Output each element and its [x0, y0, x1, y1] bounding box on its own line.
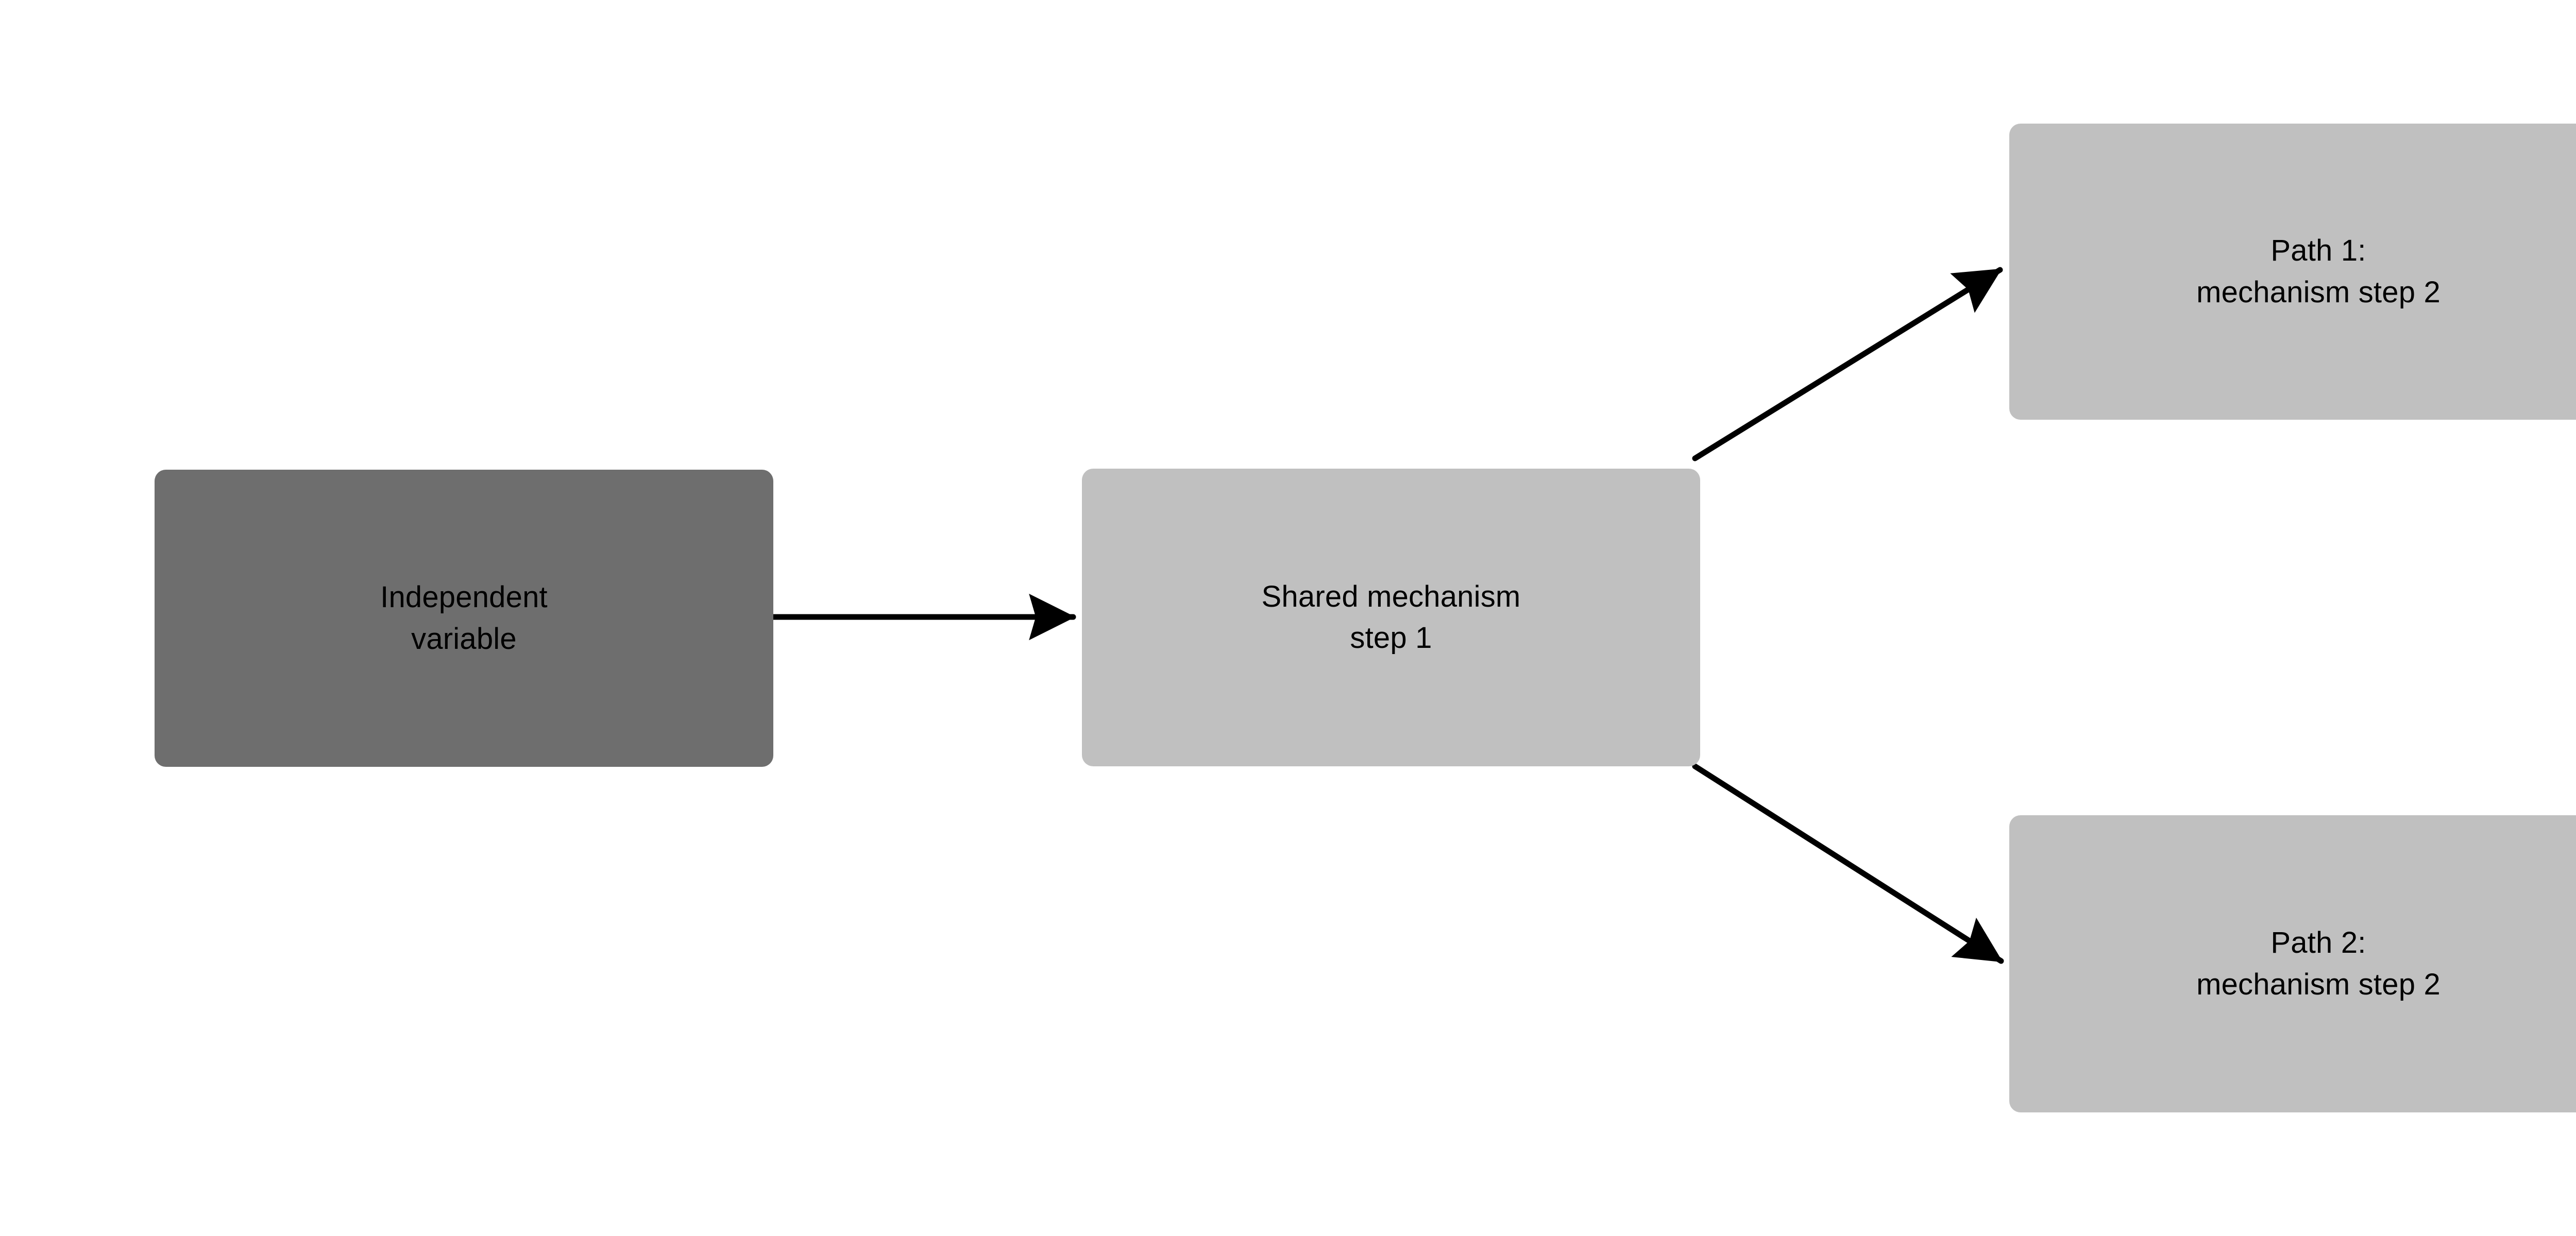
edge-shared-to-path-2 — [1692, 763, 2004, 964]
node-independent-variable-label: Independent variable — [380, 580, 548, 656]
node-path-1-label: Path 1: mechanism step 2 — [2196, 234, 2441, 309]
node-shared-mechanism[interactable]: Shared mechanism step 1 — [1082, 469, 1700, 766]
node-path-1[interactable]: Path 1: mechanism step 2 — [2009, 124, 2576, 420]
node-path-2-label: Path 2: mechanism step 2 — [2196, 926, 2441, 1001]
node-path-2[interactable]: Path 2: mechanism step 2 — [2009, 815, 2576, 1112]
edge-shared-to-path-1 — [1692, 267, 2003, 461]
node-independent-variable[interactable]: Independent variable — [155, 470, 773, 767]
node-shared-mechanism-label: Shared mechanism step 1 — [1261, 579, 1521, 655]
